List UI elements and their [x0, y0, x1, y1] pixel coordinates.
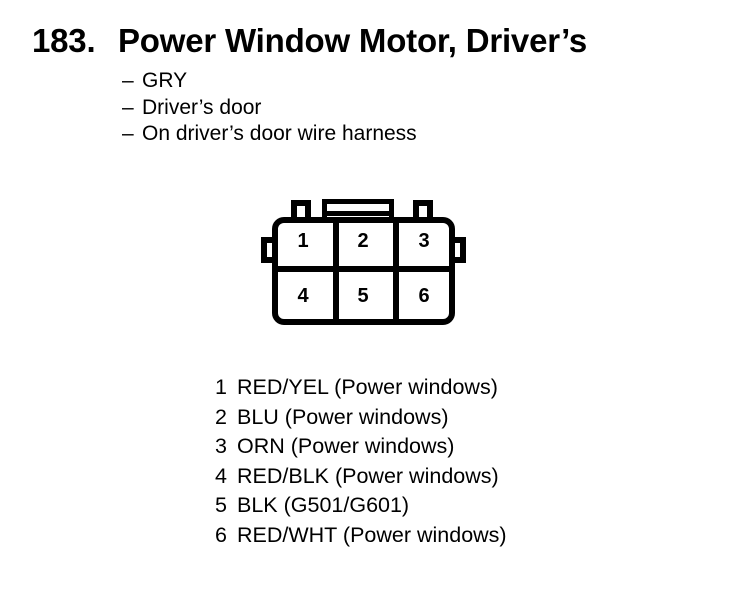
pin-legend-row: 6 RED/WHT (Power windows) [215, 521, 507, 551]
pin-legend-number: 2 [215, 404, 227, 429]
page-title: 183. Power Window Motor, Driver’s [32, 22, 587, 60]
dash-bullet-icon: – [122, 69, 134, 92]
pin-legend-number: 3 [215, 434, 227, 458]
connector-cell-3: 3 [418, 230, 430, 252]
pin-legend-label: RED/BLK (Power windows) [237, 463, 499, 488]
pin-legend-row: 4 RED/BLK (Power windows) [215, 462, 507, 492]
pin-legend-label: BLK (G501/G601) [237, 493, 410, 517]
attribute-list: –GRY –Driver’s door –On driver’s door wi… [122, 68, 417, 148]
attribute-item-harness: –On driver’s door wire harness [122, 121, 417, 148]
pin-legend-number: 1 [215, 375, 227, 399]
pin-legend-label: RED/WHT (Power windows) [237, 522, 507, 547]
connector-cell-1: 1 [297, 230, 309, 252]
connector-cell-5: 5 [357, 285, 369, 307]
attribute-item-label: GRY [142, 69, 188, 92]
entry-title-text: Power Window Motor, Driver’s [118, 22, 588, 59]
pin-legend-label: RED/YEL (Power windows) [237, 375, 498, 399]
pin-legend-number: 4 [215, 463, 227, 488]
attribute-item-location: –Driver’s door [122, 95, 417, 122]
attribute-item-label: On driver’s door wire harness [142, 122, 417, 145]
dash-bullet-icon: – [122, 95, 134, 119]
pin-legend-row: 5 BLK (G501/G601) [215, 491, 507, 521]
pin-legend-label: BLU (Power windows) [237, 404, 449, 429]
connector-cell-2: 2 [357, 230, 369, 252]
pin-legend-number: 6 [215, 522, 227, 547]
entry-number: 183. [32, 22, 96, 59]
pin-legend-row: 3 ORN (Power windows) [215, 432, 507, 462]
pin-legend-row: 1 RED/YEL (Power windows) [215, 373, 507, 403]
connector-cell-4: 4 [297, 285, 309, 307]
attribute-item-color: –GRY [122, 68, 417, 95]
connector-divider-horizontal [272, 266, 455, 272]
pin-legend-number: 5 [215, 493, 227, 517]
attribute-item-label: Driver’s door [142, 95, 262, 119]
pin-legend-label: ORN (Power windows) [237, 434, 455, 458]
pin-legend-row: 2 BLU (Power windows) [215, 403, 507, 433]
connector-diagram: 1 2 3 4 5 6 [261, 196, 482, 336]
connector-cell-6: 6 [418, 285, 430, 307]
pin-legend-list: 1 RED/YEL (Power windows) 2 BLU (Power win… [215, 373, 507, 550]
dash-bullet-icon: – [122, 122, 134, 145]
